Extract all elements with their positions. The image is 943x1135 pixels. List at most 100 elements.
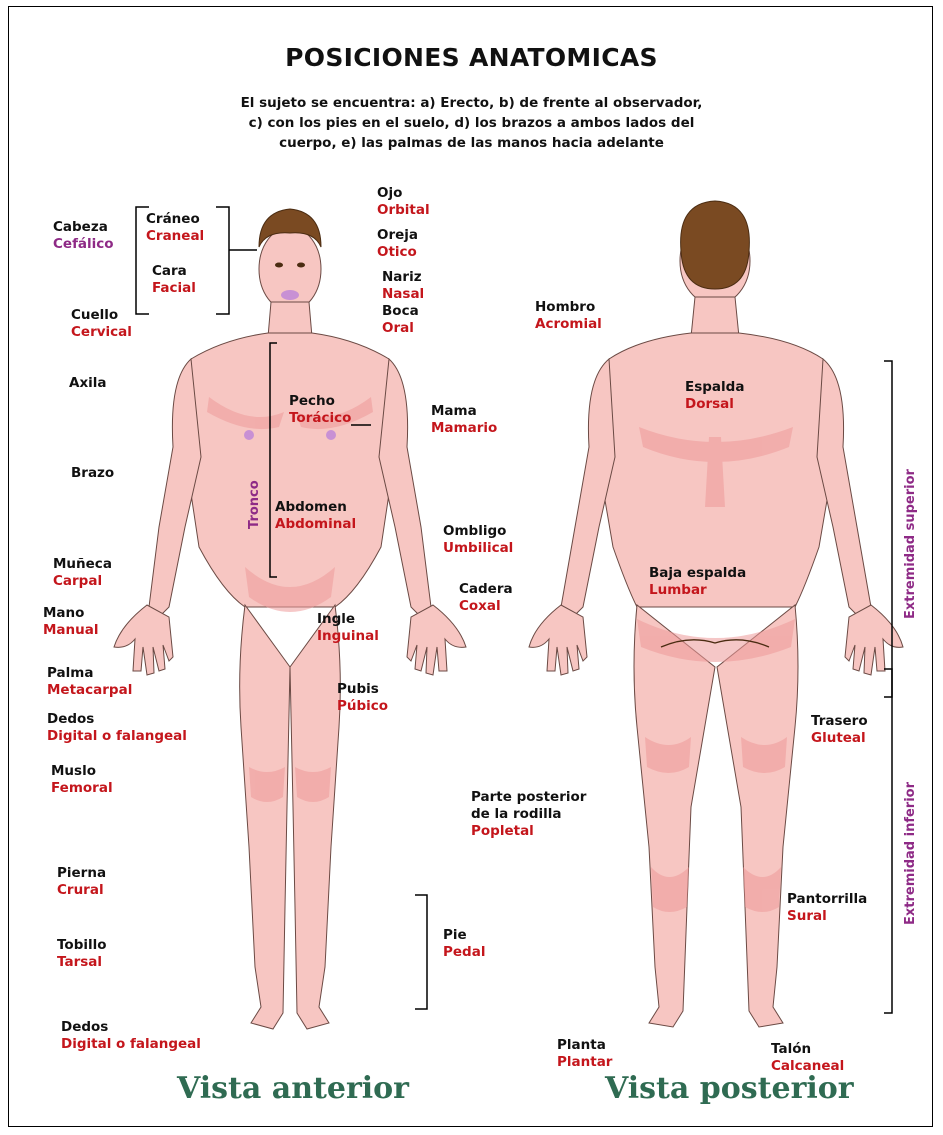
anterior-figure <box>114 227 466 1029</box>
subtitle-line-3: cuerpo, e) las palmas de las manos hacia… <box>129 133 814 153</box>
label-pierna-term: Crural <box>57 882 106 899</box>
label-pecho-name: Pecho <box>289 393 351 410</box>
label-boca-name: Boca <box>382 303 419 320</box>
label-pecho-term: Torácico <box>289 410 351 427</box>
label-boca-term: Oral <box>382 320 419 337</box>
label-pecho: Pecho Torácico <box>289 393 351 427</box>
label-rodilla-posterior-name-2: de la rodilla <box>471 806 586 823</box>
label-muslo: Muslo Femoral <box>51 763 113 797</box>
label-dedos-pie: Dedos Digital o falangeal <box>61 1019 201 1053</box>
label-brazo: Brazo <box>71 465 114 482</box>
page-subtitle: El sujeto se encuentra: a) Erecto, b) de… <box>129 93 814 153</box>
label-planta-name: Planta <box>557 1037 612 1054</box>
label-abdomen-term: Abdominal <box>275 516 356 533</box>
label-trasero-name: Trasero <box>811 713 868 730</box>
label-craneo: Cráneo Craneal <box>146 211 204 245</box>
label-oreja-term: Otico <box>377 244 418 261</box>
label-brazo-name: Brazo <box>71 465 114 482</box>
label-cara: Cara Facial <box>152 263 196 297</box>
diagram-frame: POSICIONES ANATOMICAS El sujeto se encue… <box>8 6 933 1127</box>
label-pie: Pie Pedal <box>443 927 485 961</box>
label-hombro-name: Hombro <box>535 299 602 316</box>
label-cabeza-term: Cefálico <box>53 236 114 253</box>
label-axila: Axila <box>69 375 107 392</box>
label-cuello-name: Cuello <box>71 307 132 324</box>
label-cara-name: Cara <box>152 263 196 280</box>
label-ojo-term: Orbital <box>377 202 430 219</box>
label-ingle-term: Inguinal <box>317 628 379 645</box>
label-talon-name: Talón <box>771 1041 844 1058</box>
label-dedos-mano-name: Dedos <box>47 711 187 728</box>
label-pubis-name: Pubis <box>337 681 388 698</box>
label-dedos-pie-name: Dedos <box>61 1019 201 1036</box>
label-rodilla-posterior: Parte posterior de la rodilla Popletal <box>471 789 586 840</box>
anterior-nipple-left <box>244 430 254 440</box>
label-muneca-name: Muñeca <box>53 556 112 573</box>
label-baja-espalda: Baja espalda Lumbar <box>649 565 746 599</box>
label-cadera: Cadera Coxal <box>459 581 513 615</box>
label-pierna: Pierna Crural <box>57 865 106 899</box>
label-ombligo-term: Umbilical <box>443 540 513 557</box>
label-ombligo: Ombligo Umbilical <box>443 523 513 557</box>
label-espalda: Espalda Dorsal <box>685 379 744 413</box>
label-trasero-term: Gluteal <box>811 730 868 747</box>
label-hombro: Hombro Acromial <box>535 299 602 333</box>
label-rodilla-posterior-term: Popletal <box>471 823 586 840</box>
label-pubis-term: Púbico <box>337 698 388 715</box>
bracket-label-extremidad-inferior: Extremidad inferior <box>903 782 918 925</box>
label-ombligo-name: Ombligo <box>443 523 513 540</box>
label-espalda-name: Espalda <box>685 379 744 396</box>
label-ingle-name: Ingle <box>317 611 379 628</box>
label-mama-name: Mama <box>431 403 497 420</box>
label-espalda-term: Dorsal <box>685 396 744 413</box>
label-nariz-term: Nasal <box>382 286 424 303</box>
label-nariz: Nariz Nasal <box>382 269 424 303</box>
anterior-eye-right <box>297 263 305 268</box>
label-palma-term: Metacarpal <box>47 682 132 699</box>
label-cara-term: Facial <box>152 280 196 297</box>
label-baja-espalda-term: Lumbar <box>649 582 746 599</box>
label-trasero: Trasero Gluteal <box>811 713 868 747</box>
page-title: POSICIONES ANATOMICAS <box>9 43 933 72</box>
label-cabeza-name: Cabeza <box>53 219 114 236</box>
label-cuello-term: Cervical <box>71 324 132 341</box>
label-palma: Palma Metacarpal <box>47 665 132 699</box>
label-cuello: Cuello Cervical <box>71 307 132 341</box>
label-cadera-name: Cadera <box>459 581 513 598</box>
label-cabeza: Cabeza Cefálico <box>53 219 114 253</box>
label-talon: Talón Calcaneal <box>771 1041 844 1075</box>
label-dedos-pie-term: Digital o falangeal <box>61 1036 201 1053</box>
label-boca: Boca Oral <box>382 303 419 337</box>
label-oreja: Oreja Otico <box>377 227 418 261</box>
view-title-posterior: Vista posterior <box>605 1071 854 1106</box>
label-planta-term: Plantar <box>557 1054 612 1071</box>
label-pie-term: Pedal <box>443 944 485 961</box>
label-palma-name: Palma <box>47 665 132 682</box>
label-muslo-term: Femoral <box>51 780 113 797</box>
subtitle-line-1: El sujeto se encuentra: a) Erecto, b) de… <box>129 93 814 113</box>
label-rodilla-posterior-name: Parte posterior <box>471 789 586 806</box>
label-dedos-mano-term: Digital o falangeal <box>47 728 187 745</box>
label-pie-name: Pie <box>443 927 485 944</box>
label-pantorrilla-term: Sural <box>787 908 867 925</box>
label-mano-term: Manual <box>43 622 99 639</box>
view-title-anterior: Vista anterior <box>177 1071 409 1106</box>
label-ojo: Ojo Orbital <box>377 185 430 219</box>
label-pantorrilla-name: Pantorrilla <box>787 891 867 908</box>
label-mama-term: Mamario <box>431 420 497 437</box>
label-abdomen-name: Abdomen <box>275 499 356 516</box>
label-axila-name: Axila <box>69 375 107 392</box>
posterior-hair <box>681 201 750 289</box>
label-mano-name: Mano <box>43 605 99 622</box>
anterior-eye-left <box>275 263 283 268</box>
label-muslo-name: Muslo <box>51 763 113 780</box>
label-ingle: Ingle Inguinal <box>317 611 379 645</box>
anterior-mouth <box>281 290 299 300</box>
label-dedos-mano: Dedos Digital o falangeal <box>47 711 187 745</box>
label-pierna-name: Pierna <box>57 865 106 882</box>
bracket-label-extremidad-superior: Extremidad superior <box>903 469 918 619</box>
label-abdomen: Abdomen Abdominal <box>275 499 356 533</box>
label-planta: Planta Plantar <box>557 1037 612 1071</box>
label-tobillo-term: Tarsal <box>57 954 107 971</box>
subtitle-line-2: c) con los pies en el suelo, d) los braz… <box>129 113 814 133</box>
